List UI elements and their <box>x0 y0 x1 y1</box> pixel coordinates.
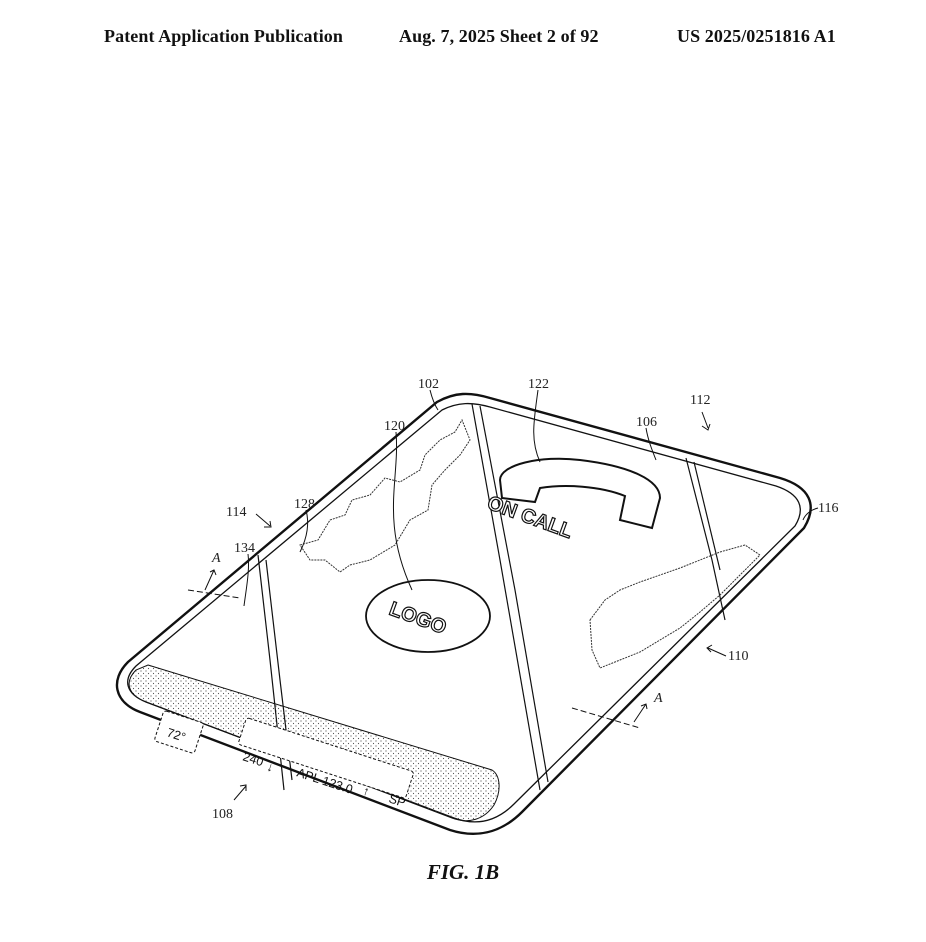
ref-114: 114 <box>226 505 246 520</box>
section-label-a-left: A <box>211 551 221 566</box>
leader-112 <box>701 411 711 431</box>
stock-down-value: 240 <box>241 750 265 770</box>
ref-116: 116 <box>818 501 838 516</box>
leader-102 <box>429 389 439 411</box>
logo-label: LOGO <box>386 598 449 639</box>
patent-header: Patent Application Publication Aug. 7, 2… <box>0 26 926 56</box>
curved-edge-line-right-2 <box>693 461 721 571</box>
on-call-label: ON CALL <box>484 492 575 543</box>
section-label-a-right: A <box>653 691 663 706</box>
leader-116 <box>802 507 819 521</box>
curved-edge-line-right-1 <box>685 457 726 621</box>
leader-122 <box>533 389 541 463</box>
ref-128: 128 <box>294 497 315 512</box>
leader-134 <box>243 553 249 607</box>
leader-108 <box>233 784 247 801</box>
ref-106: 106 <box>636 415 657 430</box>
leader-120 <box>393 431 413 591</box>
leader-110 <box>706 644 727 657</box>
up-arrow-icon: ↑ <box>361 784 371 799</box>
temperature-widget-box <box>154 710 204 754</box>
leader-106 <box>645 427 657 461</box>
ref-110: 110 <box>728 649 748 664</box>
down-arrow-icon: ↓ <box>265 760 275 775</box>
jagged-image-left <box>299 418 471 573</box>
ref-112: 112 <box>690 393 710 408</box>
publication-number: US 2025/0251816 A1 <box>677 26 836 46</box>
ref-102: 102 <box>418 377 439 392</box>
publication-date-sheet: Aug. 7, 2025 Sheet 2 of 92 <box>399 26 599 46</box>
temperature-readout: 72° <box>165 726 187 745</box>
leader-128 <box>299 509 309 553</box>
phone-handset-icon <box>498 457 662 530</box>
figure-caption: FIG. 1B <box>426 860 500 884</box>
ref-120: 120 <box>384 419 405 434</box>
device-outer-housing <box>115 392 812 835</box>
logo-ellipse <box>365 579 491 653</box>
section-arrow-right <box>633 703 648 723</box>
ref-122: 122 <box>528 377 549 392</box>
stock-right-value: SP <box>387 792 407 810</box>
curved-edge-line-left-1 <box>471 403 541 791</box>
leader-114 <box>255 513 272 528</box>
ref-108: 108 <box>212 807 233 822</box>
stock-widget-box <box>238 717 414 799</box>
jagged-image-right <box>589 544 761 669</box>
section-line-right <box>571 707 641 729</box>
curved-edge-line-left-2 <box>479 405 549 783</box>
section-arrow-left <box>204 569 217 591</box>
publication-type: Patent Application Publication <box>104 26 344 46</box>
ref-134: 134 <box>234 541 255 556</box>
